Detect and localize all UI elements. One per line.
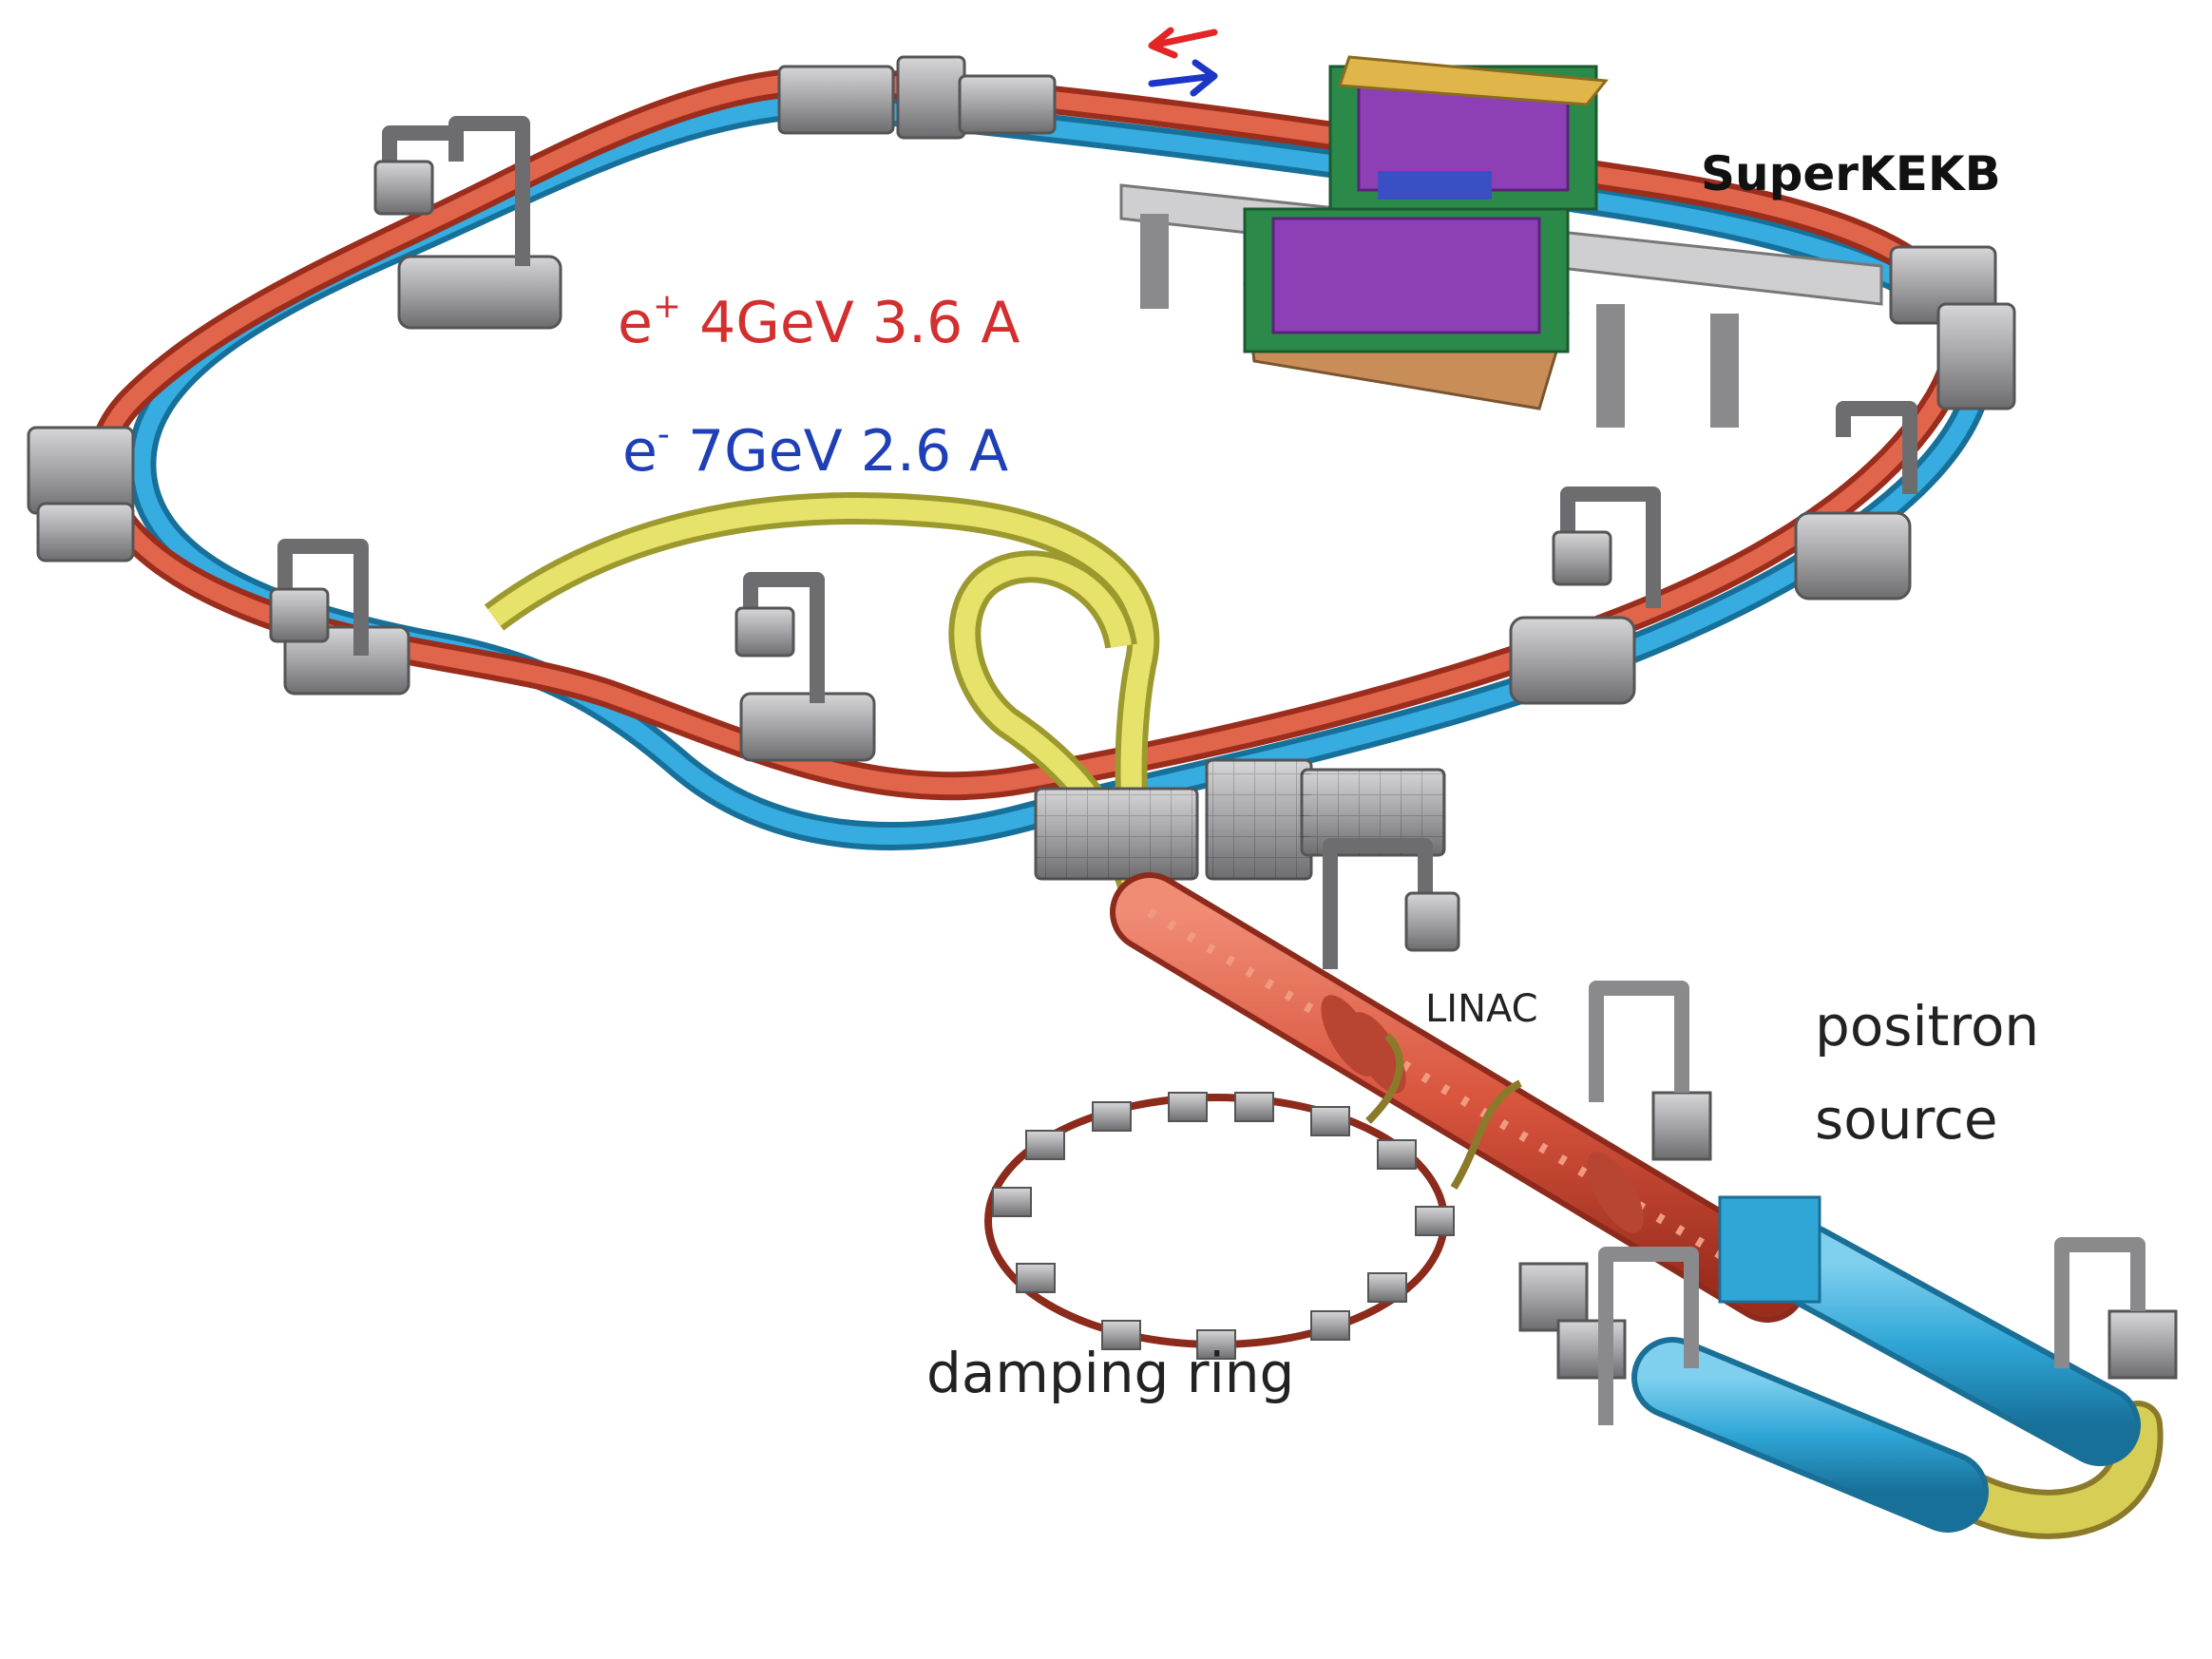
- positron-source-label-line1: positron: [1815, 994, 2039, 1058]
- direction-arrows: [1148, 27, 1218, 97]
- positron-spec: 4GeV 3.6 A: [681, 290, 1020, 356]
- stand: [448, 116, 530, 266]
- stand-blocks: [269, 160, 1612, 952]
- stand: [1323, 838, 1433, 969]
- arrow-right-icon: [1148, 59, 1218, 97]
- stand: [277, 539, 369, 656]
- magnet: [739, 692, 876, 762]
- stand: [1836, 401, 1917, 494]
- arrow-left-icon: [1148, 27, 1218, 59]
- magnet: [958, 74, 1057, 135]
- magnet: [27, 426, 135, 515]
- positron-source-diagram: [1518, 981, 2178, 1539]
- stand: [743, 572, 825, 703]
- electron-beam-label: e- 7GeV 2.6 A: [622, 415, 1008, 485]
- magnet: [1936, 302, 2016, 410]
- stand: [1560, 486, 1661, 608]
- main-ring: [87, 66, 1994, 850]
- magnet: [397, 255, 563, 330]
- magnet: [1509, 616, 1636, 705]
- support-stands: [277, 116, 1917, 969]
- magnet: [36, 502, 135, 563]
- magnet: [777, 65, 895, 135]
- electron-particle: e: [622, 418, 658, 485]
- magnet: [896, 55, 966, 140]
- title: SuperKEKB: [1701, 146, 2001, 201]
- positron-beam-label: e+ 4GeV 3.6 A: [618, 287, 1020, 356]
- positron-particle: e: [618, 290, 653, 356]
- positron-charge: +: [653, 287, 681, 326]
- electron-spec: 7GeV 2.6 A: [670, 418, 1008, 485]
- magnet: [283, 625, 410, 696]
- electron-charge: -: [658, 415, 670, 454]
- linac: [1110, 872, 1807, 1323]
- damping-ring-label: damping ring: [926, 1341, 1294, 1405]
- belle2-detector-icon: [1119, 55, 1883, 428]
- positron-source-label-line2: source: [1815, 1087, 1998, 1152]
- magnet: [1794, 511, 1912, 601]
- stand: [382, 125, 464, 162]
- linac-label: LINAC: [1425, 987, 1538, 1031]
- damping-ring-diagram: [984, 1033, 1522, 1360]
